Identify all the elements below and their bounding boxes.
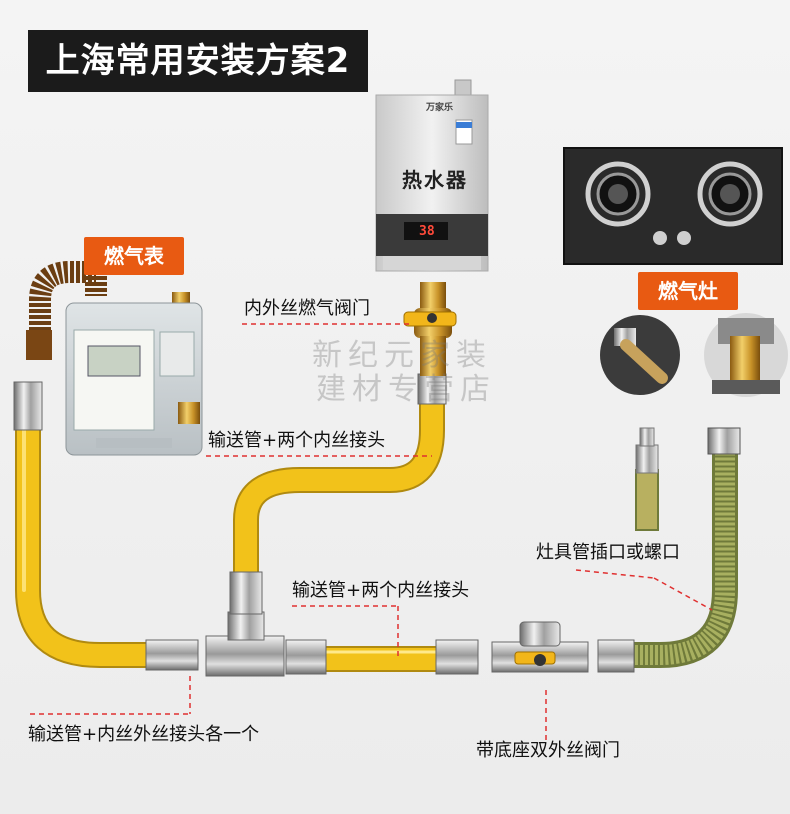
tag-gas-meter: 燃气表 bbox=[84, 237, 184, 275]
burner-right bbox=[697, 161, 763, 227]
yellow-hose-middle bbox=[321, 646, 441, 672]
burner-left bbox=[585, 161, 651, 227]
short-hose-stove bbox=[635, 427, 659, 531]
fitting-stove bbox=[597, 639, 635, 673]
fitting-stove-top bbox=[707, 427, 741, 455]
yellow-hose-upper bbox=[233, 387, 445, 588]
label-valve-base-double-outer: 带底座双外丝阀门 bbox=[476, 740, 620, 761]
stove-connector-photo-left bbox=[600, 315, 680, 395]
fitting-middle-left bbox=[285, 639, 327, 675]
water-heater-display: 38 bbox=[419, 224, 435, 239]
label-pipe-two-inner-upper: 输送管+两个内丝接头 bbox=[208, 430, 386, 451]
water-heater bbox=[375, 79, 489, 272]
tag-gas-stove: 燃气灶 bbox=[638, 272, 738, 310]
page-title: 上海常用安装方案2 bbox=[28, 30, 368, 92]
fitting-heater-hose bbox=[417, 373, 447, 405]
tee-fitting bbox=[205, 571, 285, 677]
watermark-line1: 新纪元家装 bbox=[312, 338, 492, 373]
gas-stove bbox=[563, 147, 783, 265]
water-heater-label: 热水器 bbox=[402, 168, 468, 192]
yellow-hose-left bbox=[15, 417, 163, 668]
label-valve-inner-outer: 内外丝燃气阀门 bbox=[244, 298, 370, 319]
watermark-line2: 建材专营店 bbox=[316, 372, 496, 407]
label-stove-pipe-connector: 灶具管插口或螺口 bbox=[536, 542, 680, 563]
fitting-middle-right bbox=[435, 639, 479, 675]
label-pipe-inner-outer-each: 输送管+内丝外丝接头各一个 bbox=[28, 724, 260, 745]
label-pipe-two-inner-middle: 输送管+两个内丝接头 bbox=[292, 580, 470, 601]
gas-meter bbox=[26, 261, 203, 456]
base-valve bbox=[491, 621, 589, 673]
stove-connector-photo-right bbox=[704, 313, 788, 397]
fitting-left-bottom bbox=[145, 639, 199, 671]
water-heater-brand: 万家乐 bbox=[426, 103, 454, 113]
brass-valve-heater bbox=[403, 282, 457, 376]
fitting-left-top bbox=[13, 381, 43, 431]
corrugated-hose-stove bbox=[630, 450, 738, 668]
leader-lines bbox=[30, 323, 713, 740]
